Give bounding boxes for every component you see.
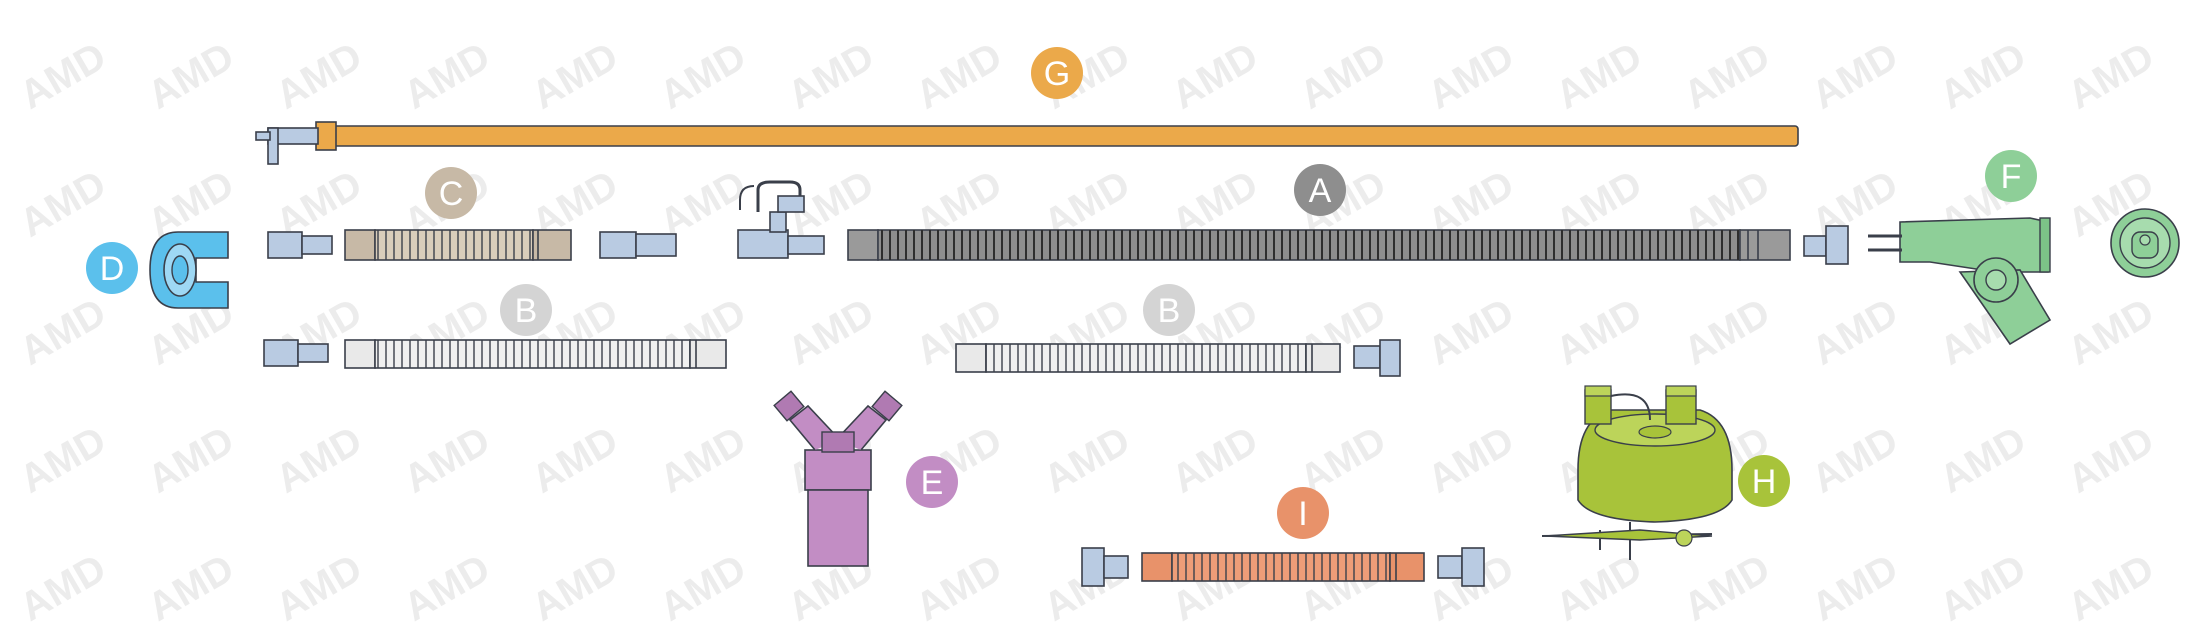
watermark-mark: AMD xyxy=(909,34,1010,118)
watermark-mark: AMD xyxy=(2061,418,2162,502)
badge-e: E xyxy=(906,456,958,508)
watermark-mark: AMD xyxy=(1933,34,2034,118)
watermark-mark: AMD xyxy=(13,162,114,246)
watermark-mark: AMD xyxy=(1805,290,1906,374)
connector-a-right xyxy=(1803,225,1849,265)
badge-f: F xyxy=(1985,150,2037,202)
connector-row1-mid xyxy=(599,231,677,259)
badge-b-middle: B xyxy=(1143,284,1195,336)
watermark-mark: AMD xyxy=(1421,34,1522,118)
connector-row2-left xyxy=(263,339,329,367)
connector-i-right xyxy=(1437,547,1485,587)
watermark-mark: AMD xyxy=(269,546,370,630)
badge-e-label: E xyxy=(921,464,944,502)
badge-d: D xyxy=(86,242,138,294)
watermark-mark: AMD xyxy=(1165,418,1266,502)
watermark-mark: AMD xyxy=(1549,290,1650,374)
component-b-tube-middle xyxy=(955,343,1341,373)
watermark-mark: AMD xyxy=(13,290,114,374)
watermark-mark: AMD xyxy=(1549,34,1650,118)
badge-g: G xyxy=(1031,47,1083,99)
badge-f-label: F xyxy=(2001,158,2022,196)
component-d-elbow xyxy=(149,231,229,309)
badge-h: H xyxy=(1738,455,1790,507)
badge-i-label: I xyxy=(1298,495,1307,533)
watermark-mark: AMD xyxy=(1421,418,1522,502)
component-e-y-piece xyxy=(773,390,903,567)
badge-b-left-label: B xyxy=(515,292,538,330)
watermark-mark: AMD xyxy=(525,34,626,118)
watermark-mark: AMD xyxy=(141,418,242,502)
watermark-mark: AMD xyxy=(1549,546,1650,630)
badge-b-left: B xyxy=(500,284,552,336)
watermark-mark: AMD xyxy=(1293,34,1394,118)
water-trap-connector xyxy=(737,180,825,259)
watermark-mark: AMD xyxy=(525,418,626,502)
watermark-mark: AMD xyxy=(653,34,754,118)
badge-h-label: H xyxy=(1752,463,1777,501)
watermark-mark: AMD xyxy=(1677,546,1778,630)
watermark-mark: AMD xyxy=(397,34,498,118)
watermark-mark: AMD xyxy=(1805,162,1906,246)
connectors xyxy=(263,180,1849,587)
badge-d-label: D xyxy=(100,250,125,288)
badge-a-label: A xyxy=(1309,172,1332,210)
watermark-mark: AMD xyxy=(2061,290,2162,374)
badge-c: C xyxy=(425,167,477,219)
watermark-mark: AMD xyxy=(397,418,498,502)
watermark-mark: AMD xyxy=(13,546,114,630)
watermark-mark: AMD xyxy=(1165,34,1266,118)
component-c-short-tube xyxy=(344,229,572,261)
watermark-mark: AMD xyxy=(525,546,626,630)
component-f-cap xyxy=(2110,208,2180,278)
component-b-tube-left xyxy=(344,339,727,369)
watermark-mark: AMD xyxy=(1805,34,1906,118)
watermark-mark: AMD xyxy=(1037,418,1138,502)
watermark-mark: AMD xyxy=(269,418,370,502)
watermark-mark: AMD xyxy=(1805,546,1906,630)
watermark-mark: AMD xyxy=(397,546,498,630)
watermark-mark: AMD xyxy=(1805,418,1906,502)
badge-g-label: G xyxy=(1044,55,1070,93)
watermark-mark: AMD xyxy=(13,418,114,502)
component-f-adapter xyxy=(1868,217,2052,346)
watermark-mark: AMD xyxy=(269,34,370,118)
badge-b-middle-label: B xyxy=(1158,292,1181,330)
watermark-mark: AMD xyxy=(1933,546,2034,630)
badge-a: A xyxy=(1294,164,1346,216)
component-g-gas-sampling-line xyxy=(255,121,1799,165)
watermark-mark: AMD xyxy=(13,34,114,118)
watermark-mark: AMD xyxy=(781,290,882,374)
badge-i: I xyxy=(1277,487,1329,539)
watermark-mark: AMD xyxy=(141,34,242,118)
watermark-mark: AMD xyxy=(2061,34,2162,118)
watermark-mark: AMD xyxy=(1677,290,1778,374)
watermark-mark: AMD xyxy=(781,34,882,118)
watermark-mark: AMD xyxy=(141,546,242,630)
watermark-mark: AMD xyxy=(2061,546,2162,630)
connector-row1-left xyxy=(267,231,333,259)
badge-c-label: C xyxy=(439,175,464,213)
watermark-mark: AMD xyxy=(653,546,754,630)
watermark-mark: AMD xyxy=(1677,34,1778,118)
component-a-corrugated-tube xyxy=(847,229,1791,261)
component-h-housing xyxy=(1541,385,1733,560)
connector-i-left xyxy=(1081,547,1129,587)
connector-row2-right xyxy=(1353,339,1401,377)
watermark-mark: AMD xyxy=(1933,418,2034,502)
watermark-mark: AMD xyxy=(1421,290,1522,374)
component-i-short-tube xyxy=(1141,552,1425,582)
watermark-mark: AMD xyxy=(653,418,754,502)
watermark-mark: AMD xyxy=(909,546,1010,630)
